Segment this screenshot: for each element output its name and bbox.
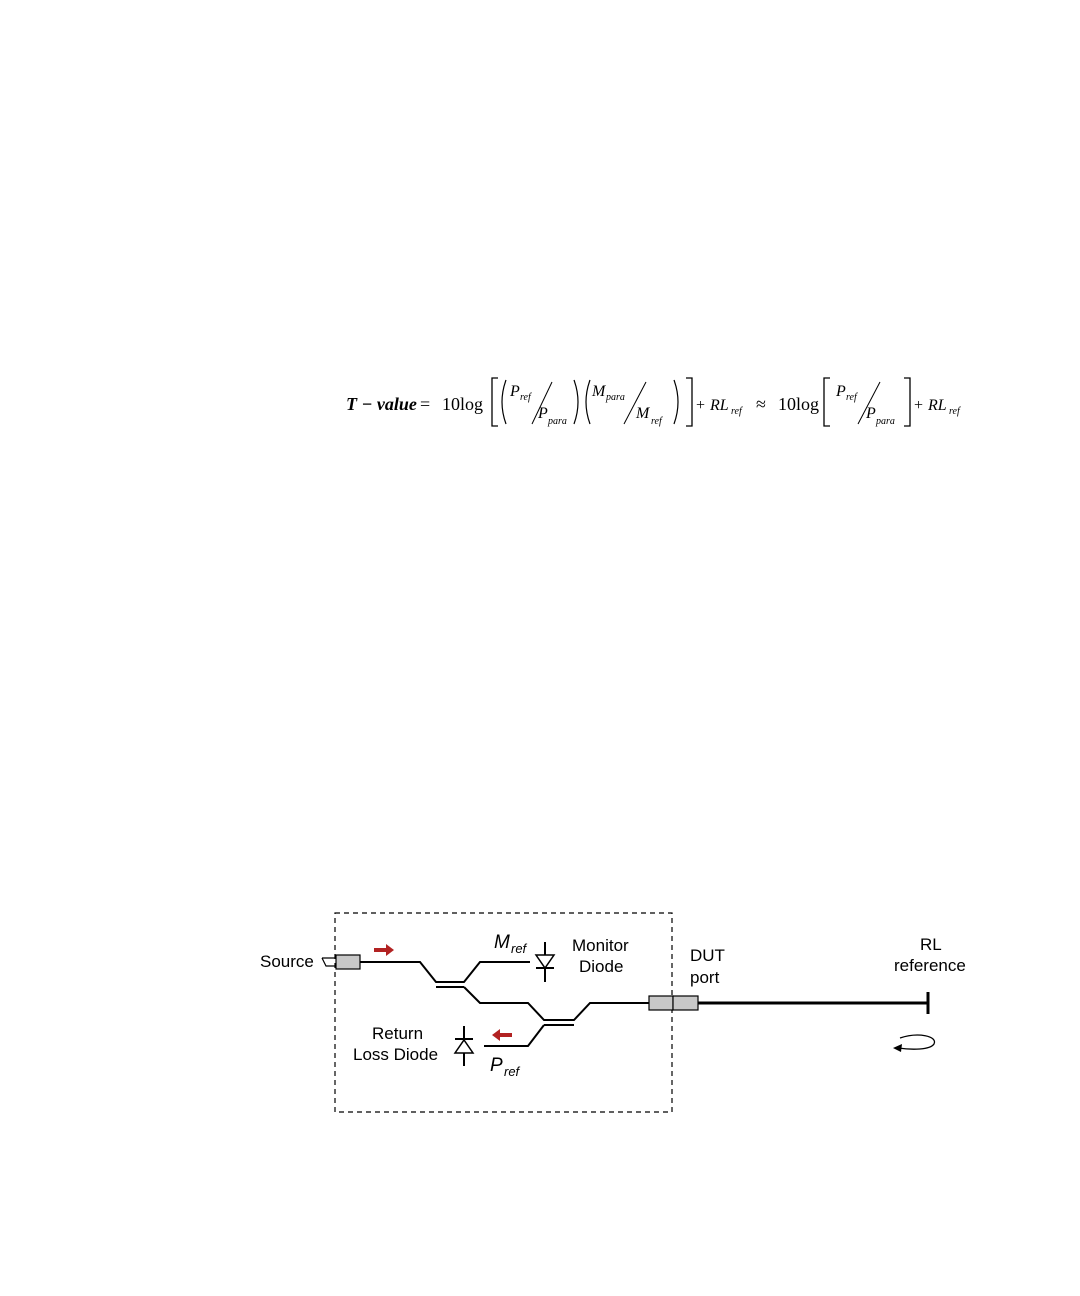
return-loss-diode-icon [455,1026,473,1066]
return-loss-label-2: Loss Diode [353,1045,438,1064]
fiber-coupler1-to-coupler2 [464,987,650,1020]
p-ref-label: P [490,1055,503,1076]
backward-arrow-icon [492,1029,512,1041]
monitor-diode-label-1: Monitor [572,936,629,955]
fiber-source-to-coupler [360,962,530,982]
forward-arrow-icon [374,944,394,956]
dut-connector-left [649,996,673,1010]
dut-port-label-1: DUT [690,946,725,965]
monitor-diode-label-2: Diode [579,957,623,976]
rl-reference-label-2: reference [894,956,966,975]
rl-reference-label-1: RL [920,935,942,954]
dut-port-label-2: port [690,968,720,987]
source-fiber-tip [322,958,336,966]
return-loss-label-1: Return [372,1024,423,1043]
reflection-loop-icon [893,1035,935,1052]
source-connector [336,955,360,969]
dut-connector-right [673,996,698,1010]
monitor-diode-icon [536,942,554,982]
m-ref-sub: ref [511,941,528,956]
m-ref-label: M [494,932,510,953]
source-label: Source [260,952,314,971]
p-ref-sub: ref [504,1064,521,1079]
